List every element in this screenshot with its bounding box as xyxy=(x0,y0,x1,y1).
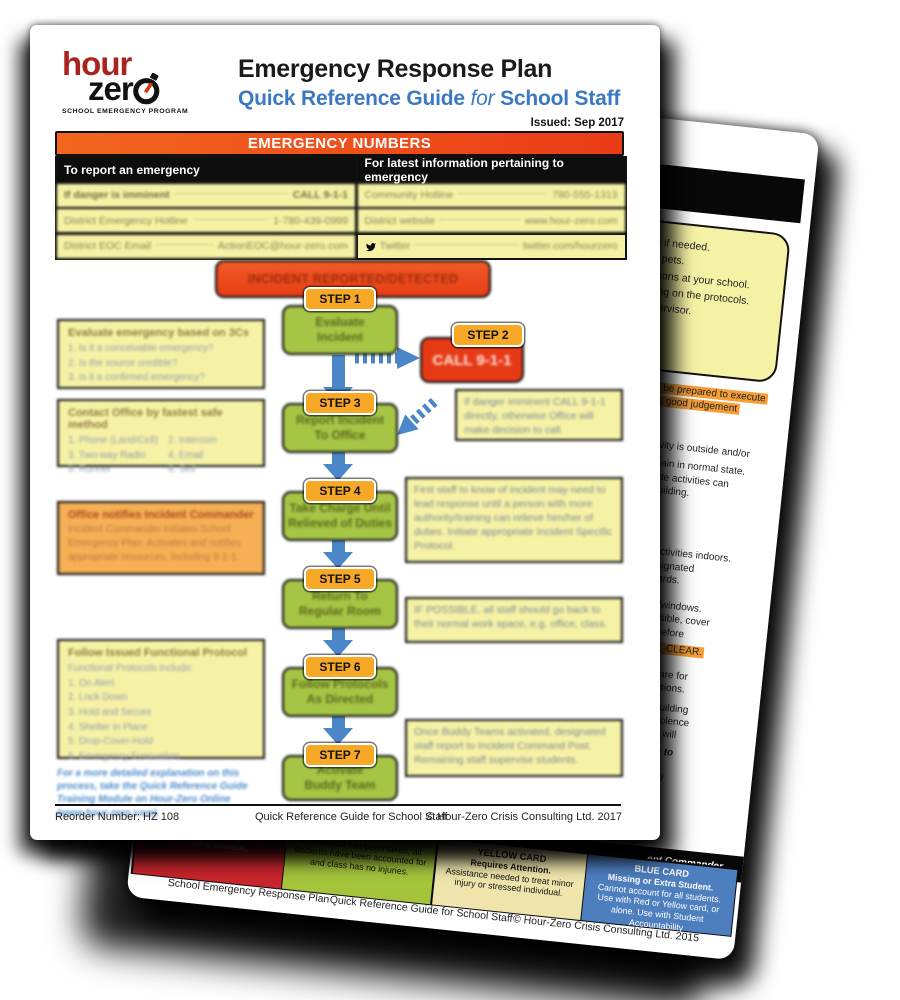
sidebox-title: Contact Office by fastest safe method xyxy=(68,407,223,431)
sidebox-functional-protocol: Follow Issued Functional Protocol Functi… xyxy=(57,639,265,762)
row-value: ActionEOC@hour-zero.com xyxy=(217,240,348,252)
logo-tagline: SCHOOL EMERGENCY PROGRAM xyxy=(62,108,189,116)
step-2-badge: STEP 2 xyxy=(452,323,524,347)
page-title: Emergency Response Plan xyxy=(238,55,553,83)
note-step-7: Once Buddy Teams activated, designated s… xyxy=(405,719,623,777)
sidebox-item: 4. Shelter in Place xyxy=(68,721,148,733)
flow-arrow-dashed-right xyxy=(355,347,420,369)
table-row: If danger is imminent CALL 9-1-1 xyxy=(57,183,355,207)
row-label: District Emergency Hotline xyxy=(64,214,188,227)
sidebox-item: 1. Is it a conceivable emergency? xyxy=(68,343,214,354)
table-row: Community Hotline 780-555-1313 xyxy=(357,183,625,207)
step-3-badge: STEP 3 xyxy=(304,391,376,415)
sidebox-title: Follow Issued Functional Protocol xyxy=(68,647,248,659)
row-label: Community Hotline xyxy=(364,189,454,201)
row-value: 1-780-439-0999 xyxy=(273,214,348,227)
sidebox-incident-commander: Office notifies Incident Commander Incid… xyxy=(57,501,265,575)
row-value: twitter.com/hourzero xyxy=(522,240,618,252)
sidebox-item: 3. Two-way Radio xyxy=(68,449,146,461)
step-6-badge: STEP 6 xyxy=(304,655,376,679)
card-body: Attendance has been taken, all students … xyxy=(294,833,427,877)
row-value: CALL 9-1-1 xyxy=(292,189,348,201)
footer-reorder-number: Reorder Number: HZ 108 xyxy=(55,811,180,823)
sidebox-item: 6. Emergency Evacuation xyxy=(68,751,180,763)
hour-zero-logo: hour zer SCHOOL EMERGENCY PROGRAM xyxy=(62,45,222,116)
issued-date: Issued: Sep 2017 xyxy=(530,117,624,129)
emergency-numbers-table: To report an emergency For latest inform… xyxy=(55,156,627,260)
stopwatch-icon xyxy=(132,73,160,105)
table-row: District website www.hour-zero.com xyxy=(357,209,625,232)
sidebox-item: 5. Runner xyxy=(68,464,112,476)
row-value: www.hour-zero.com xyxy=(524,214,618,227)
row-label: District website xyxy=(364,214,436,227)
step-7-badge: STEP 7 xyxy=(304,743,376,767)
sidebox-item: 1. Phone (Land/Cell) xyxy=(68,435,158,446)
twitter-icon xyxy=(365,242,376,251)
note-call-911: If danger imminent CALL 9-1-1 directly, … xyxy=(455,389,623,441)
page-subtitle: Quick Reference Guide for School Staff xyxy=(238,87,620,111)
leader-dots xyxy=(458,193,548,194)
step-4-badge: STEP 4 xyxy=(304,479,376,503)
table-row: District EOC Email ActionEOC@hour-zero.c… xyxy=(57,234,355,258)
leader-dots xyxy=(440,218,520,220)
leader-dots xyxy=(415,244,518,245)
logo-word-zero: zer xyxy=(88,70,134,108)
sidebox-intro: Functional Protocols include: xyxy=(68,663,194,674)
emergency-numbers-bar: EMERGENCY NUMBERS xyxy=(55,131,624,156)
note-step-4: First staff to know of incident may need… xyxy=(405,477,623,563)
sidebox-item: 2. Is the source credible? xyxy=(68,357,178,369)
sidebox-item: 6. Self xyxy=(168,464,196,476)
row-label: Twitter xyxy=(379,240,411,252)
sidebox-item: 1. On Alert xyxy=(68,677,115,689)
row-value: 780-555-1313 xyxy=(552,189,618,201)
table-header-right: For latest information pertaining to eme… xyxy=(357,156,625,184)
subtitle-for: for xyxy=(470,87,495,110)
step-5-badge: STEP 5 xyxy=(304,567,376,591)
training-module-tip: For a more detailed explanation on this … xyxy=(57,768,248,819)
step-1-box: Evaluate Incident xyxy=(282,305,398,355)
leader-dots xyxy=(155,244,213,245)
flow-arrow-down xyxy=(323,628,353,657)
flow-arrow-down xyxy=(323,452,353,481)
leader-dots xyxy=(192,218,269,220)
page-1-quick-reference-guide: hour zer SCHOOL EMERGENCY PROGRAM Emerge… xyxy=(30,25,660,840)
sidebox-item: 3. Is it a confirmed emergency? xyxy=(68,372,205,384)
sidebox-title: Evaluate emergency based on 3Cs xyxy=(68,327,249,339)
table-row: Twitter twitter.com/hourzero xyxy=(357,234,625,258)
flow-arrow-down xyxy=(323,540,353,569)
sidebox-item: 5. Drop-Cover-Hold xyxy=(68,736,153,748)
sidebox-body: Incident Commander initiates School Emer… xyxy=(68,524,241,563)
footer-copyright: © Hour-Zero Crisis Consulting Ltd. 2017 xyxy=(426,811,622,823)
step-3-box: Report Incident To Office xyxy=(282,403,398,453)
sidebox-item: 4. Email xyxy=(168,449,204,461)
note-step-5: IF POSSIBLE, all staff should go back to… xyxy=(405,597,623,643)
footer-doc-title: Quick Reference Guide for School Staff xyxy=(255,811,448,823)
footer-rule xyxy=(55,804,621,806)
sidebox-item: 3. Hold and Secure xyxy=(68,707,152,719)
sidebox-item: 2. Lock Down xyxy=(68,692,128,704)
subtitle-tail: School Staff xyxy=(500,87,621,110)
sidebox-evaluate-3cs: Evaluate emergency based on 3Cs 1. Is it… xyxy=(57,319,265,389)
sidebox-item: 2. Intercom xyxy=(168,435,218,446)
row-label: District EOC Email xyxy=(64,240,151,252)
step-1-badge: STEP 1 xyxy=(304,287,376,311)
flow-arrow-down xyxy=(323,716,353,745)
leader-dots xyxy=(174,193,288,194)
row-label: If danger is imminent xyxy=(64,189,170,201)
subtitle-main: Quick Reference Guide xyxy=(238,87,465,110)
table-header-left: To report an emergency xyxy=(57,158,355,181)
sidebox-title: Office notifies Incident Commander xyxy=(68,509,254,521)
table-row: District Emergency Hotline 1-780-439-099… xyxy=(57,209,355,232)
sidebox-contact-office: Contact Office by fastest safe method 1.… xyxy=(57,399,265,475)
flow-arrow-dashed-down-left xyxy=(383,387,444,446)
logo-word-hour: hour xyxy=(62,45,132,82)
